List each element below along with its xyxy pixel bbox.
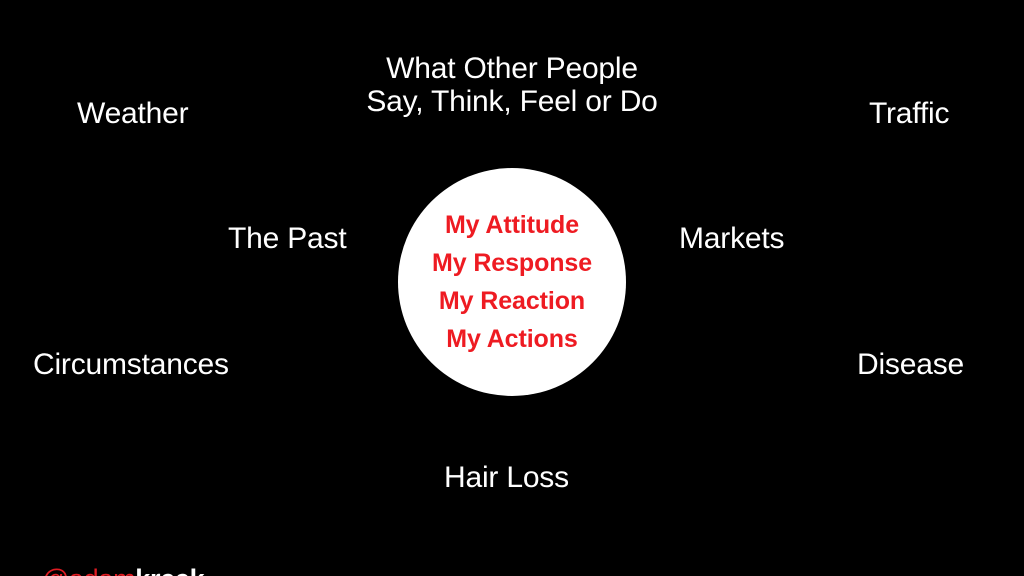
slide-title-line-2: Say, Think, Feel or Do xyxy=(366,85,658,118)
label-traffic: Traffic xyxy=(869,97,950,130)
circle-line-my-reaction: My Reaction xyxy=(438,287,586,315)
label-circumstances: Circumstances xyxy=(33,348,229,381)
label-markets: Markets xyxy=(679,222,785,255)
watermark: @adamkreek xyxy=(13,531,205,576)
watermark-name: kreek xyxy=(135,564,204,576)
label-the-past: The Past xyxy=(228,222,347,255)
label-weather: Weather xyxy=(77,97,189,130)
label-hair-loss: Hair Loss xyxy=(444,461,569,494)
circle-of-control: My Attitude My Response My Reaction My A… xyxy=(398,168,626,396)
circle-line-my-attitude: My Attitude xyxy=(444,211,580,239)
slide-title: What Other People Say, Think, Feel or Do xyxy=(0,52,1024,118)
watermark-handle: @adam xyxy=(42,564,136,576)
slide-title-line-1: What Other People xyxy=(386,52,638,85)
circle-line-my-actions: My Actions xyxy=(446,325,578,353)
circle-line-my-response: My Response xyxy=(431,249,593,277)
label-disease: Disease xyxy=(857,348,964,381)
